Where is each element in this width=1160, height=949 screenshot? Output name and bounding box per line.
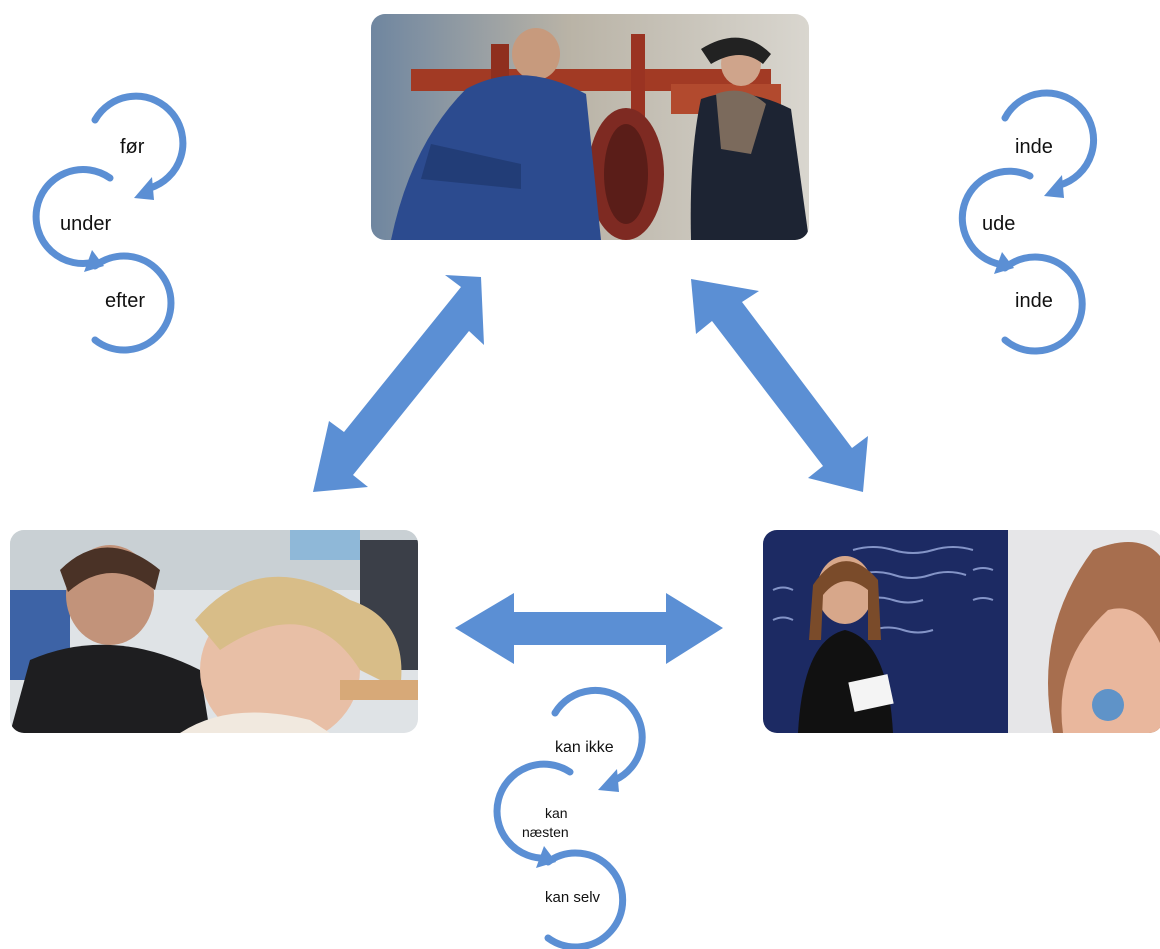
cycle-ring-bottom xyxy=(91,252,175,354)
students-photo xyxy=(10,530,418,733)
cycle-time xyxy=(32,92,187,354)
cycle-ring-middle xyxy=(958,167,1034,269)
label-inde-top: inde xyxy=(1015,136,1053,158)
cycle-ring-bottom xyxy=(1001,253,1086,355)
label-inde-bottom: inde xyxy=(1015,290,1053,312)
label-efter: efter xyxy=(105,290,145,312)
label-kan-selv: kan selv xyxy=(545,889,601,906)
cycle-ring-middle xyxy=(493,760,574,862)
cycle-arrowhead xyxy=(134,177,154,200)
cycle-ability xyxy=(493,686,646,949)
cycle-arrowhead xyxy=(994,252,1014,274)
workshop-photo xyxy=(371,14,809,240)
double-arrow-right xyxy=(691,279,868,492)
cycle-arrowhead xyxy=(536,846,556,868)
cycle-arrowhead xyxy=(598,769,619,792)
classroom-photo xyxy=(763,530,1160,733)
double-arrow-bottom xyxy=(455,593,723,664)
cycle-ring-bottom xyxy=(544,849,627,949)
label-ude: ude xyxy=(982,213,1015,235)
cycle-ring-middle xyxy=(32,166,114,268)
label-kan-ikke: kan ikke xyxy=(555,739,614,756)
cycle-ring-top xyxy=(551,686,646,784)
label-kan-naesten-line2: næsten xyxy=(522,824,569,840)
cycle-ring-top xyxy=(91,92,187,192)
label-under: under xyxy=(60,213,111,235)
label-for: før xyxy=(120,136,145,158)
cycle-arrowhead xyxy=(84,250,104,272)
double-arrow-left xyxy=(313,275,484,492)
cycle-arrowhead xyxy=(1044,175,1064,198)
label-kan-naesten-line1: kan xyxy=(545,805,568,821)
cycle-ring-top xyxy=(1001,89,1098,189)
cycle-place xyxy=(958,89,1098,355)
